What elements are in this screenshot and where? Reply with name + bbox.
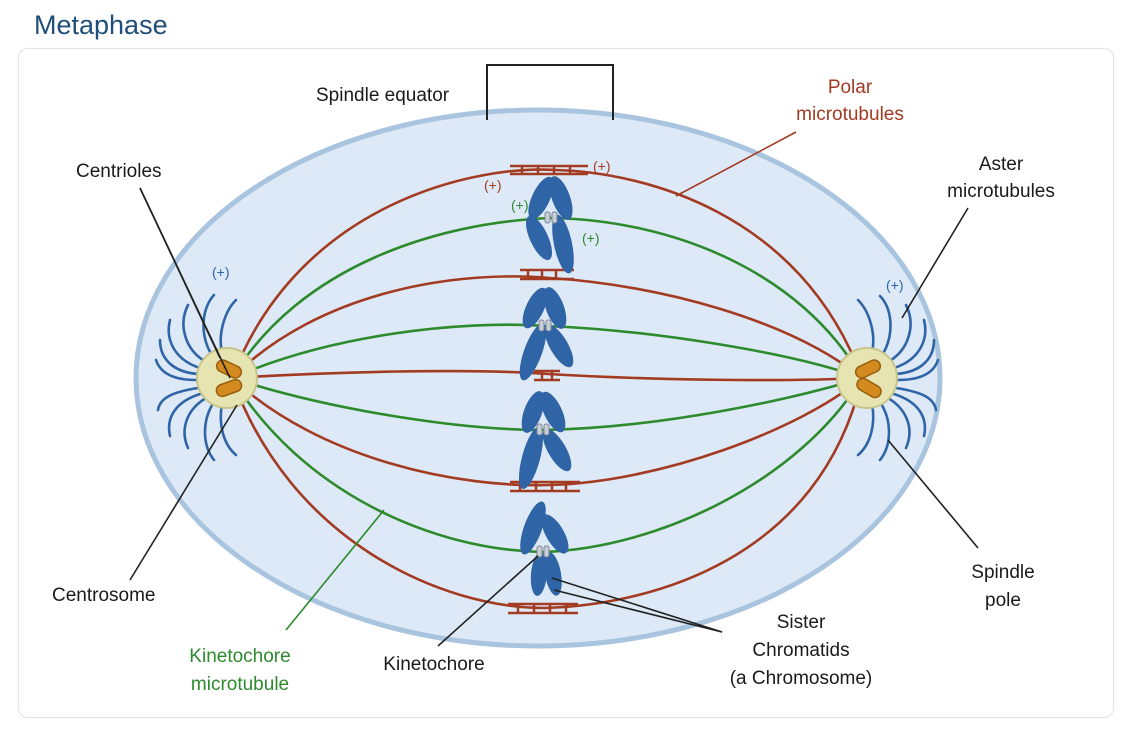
kinetochores xyxy=(536,211,558,558)
label-aster-line1: Aster xyxy=(979,154,1024,175)
centriole-left-2 xyxy=(215,378,243,398)
cell-membrane xyxy=(133,107,943,649)
label-kt-mt-line1: Kinetochore xyxy=(189,646,290,667)
plus-kt-left: (+) xyxy=(511,197,529,213)
chromosomes xyxy=(518,176,574,596)
plus-polar-top-right: (+) xyxy=(593,158,611,174)
polar-overlap-ladders xyxy=(508,164,588,615)
label-pole-line2: pole xyxy=(985,590,1021,611)
plus-end-markers: (+) (+) (+) (+) (+) (+) xyxy=(212,158,904,293)
centriole-right-1 xyxy=(854,359,882,379)
label-pole-line1: Spindle xyxy=(971,562,1034,583)
label-sister-line3: (a Chromosome) xyxy=(730,668,873,689)
spindle-equator-bracket xyxy=(486,64,614,120)
chromosome-4 xyxy=(520,501,569,596)
plus-polar-top-left: (+) xyxy=(484,177,502,193)
label-polar-line1: Polar xyxy=(828,77,873,98)
chromosome-3 xyxy=(518,391,572,489)
centrosome-right xyxy=(836,347,898,409)
plus-kt-right: (+) xyxy=(582,230,600,246)
plus-aster-left: (+) xyxy=(212,264,230,280)
leader-lines xyxy=(129,131,979,647)
centriole-right-2 xyxy=(856,377,882,399)
label-kinetochore: Kinetochore xyxy=(383,654,484,675)
plus-aster-right: (+) xyxy=(886,277,904,293)
diagram-title: Metaphase xyxy=(34,10,168,40)
label-aster-line2: microtubules xyxy=(947,181,1055,202)
label-polar-line2: microtubules xyxy=(796,104,904,125)
kinetochore-microtubules xyxy=(230,216,864,554)
aster-right xyxy=(856,294,940,462)
label-kt-mt-line2: microtubule xyxy=(191,674,289,695)
label-sister-line2: Chromatids xyxy=(752,640,849,661)
label-centrosome: Centrosome xyxy=(52,585,156,606)
label-spindle-equator: Spindle equator xyxy=(316,85,450,106)
chromosome-2 xyxy=(519,287,574,381)
polar-microtubules xyxy=(230,168,864,610)
centrosome-left xyxy=(196,347,258,409)
chromosome-1 xyxy=(525,176,574,274)
labels: Spindle equator Polar microtubules Aster… xyxy=(52,77,1055,695)
label-centrioles: Centrioles xyxy=(76,161,162,182)
label-sister-line1: Sister xyxy=(777,612,826,633)
